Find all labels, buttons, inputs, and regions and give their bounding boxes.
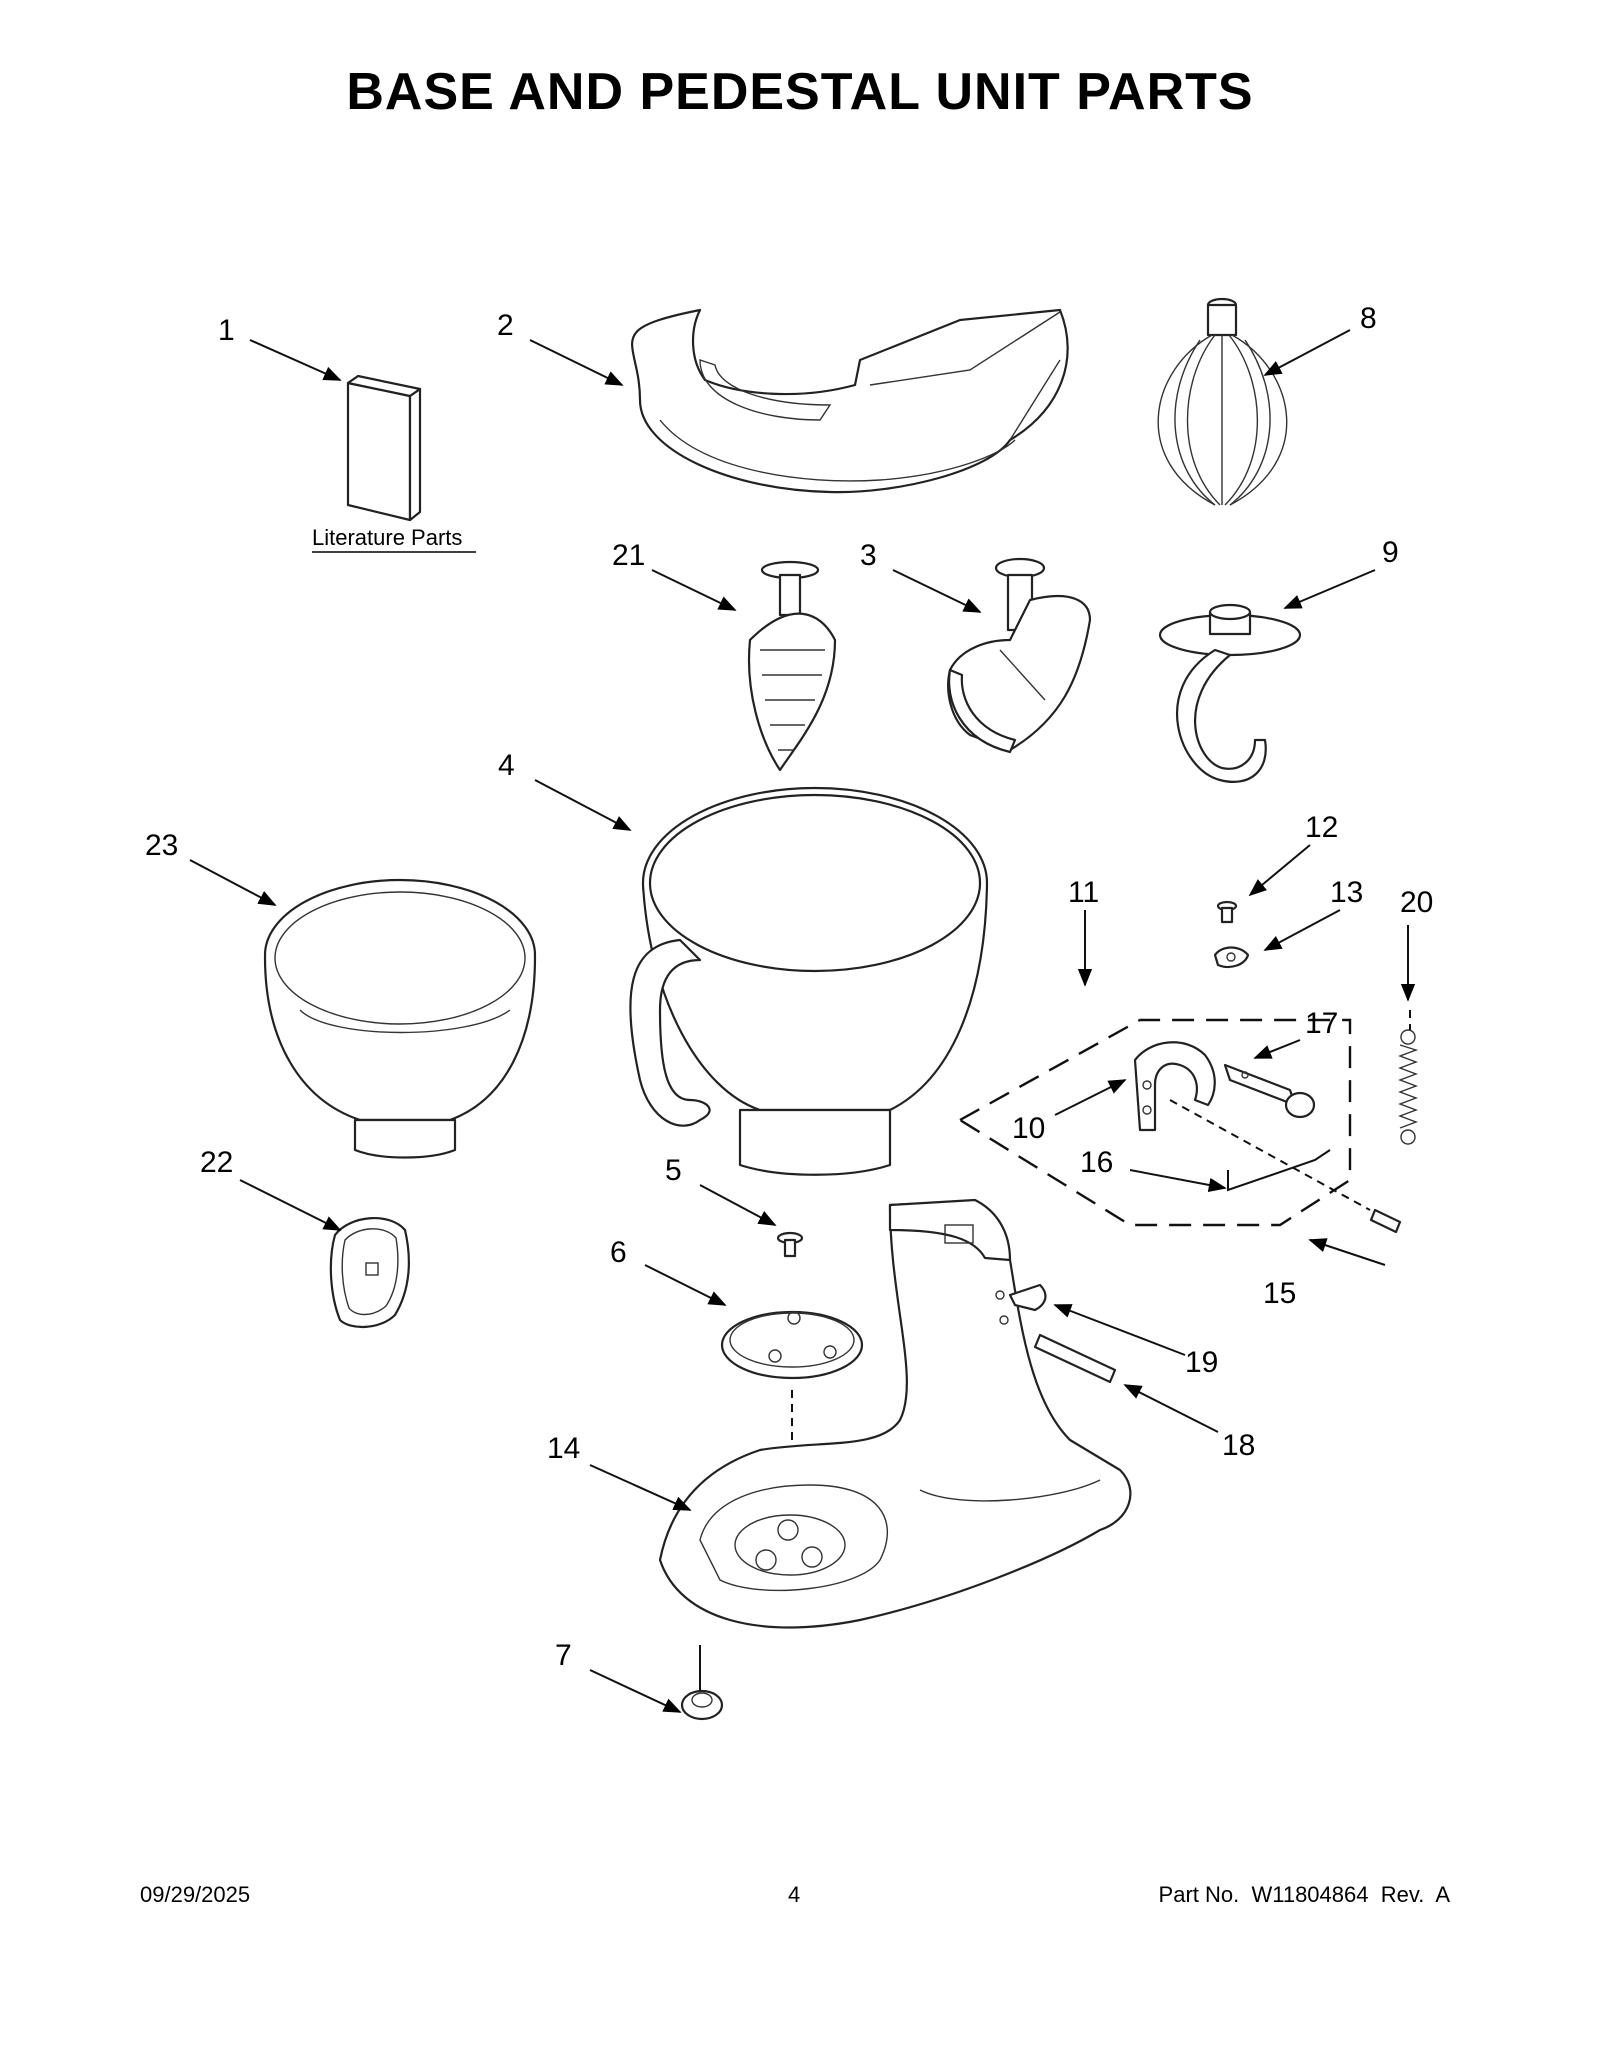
callout-7: 7 [555, 1639, 572, 1672]
part-23-ceramic-bowl [263, 878, 537, 1159]
callout-5: 5 [665, 1154, 682, 1187]
callout-3: 3 [860, 539, 877, 572]
part-12-screw [1216, 900, 1238, 924]
callout-2: 2 [497, 309, 514, 342]
part-18-hinge-pin [1033, 1333, 1117, 1384]
callout-18: 18 [1222, 1429, 1255, 1462]
part-13-plate [1213, 946, 1250, 969]
callout-10: 10 [1012, 1112, 1045, 1145]
callout-22: 22 [200, 1146, 233, 1179]
callout-16: 16 [1080, 1146, 1113, 1179]
callout-8: 8 [1360, 302, 1377, 335]
callout-21: 21 [612, 539, 645, 572]
callout-20: 20 [1400, 886, 1433, 919]
callout-1: 1 [218, 314, 235, 347]
callout-labels: 1 2 3 4 5 6 7 8 9 10 11 12 13 14 15 16 1… [145, 302, 1433, 1672]
footer-date: 09/29/2025 [140, 1882, 251, 1907]
part-20-spring [1398, 1029, 1419, 1145]
part-3-flat-beater [947, 557, 1092, 754]
part-15-pin [1369, 1208, 1402, 1234]
part-5-screw [776, 1231, 804, 1258]
callout-17: 17 [1305, 1007, 1338, 1040]
part-22-clamp-plate [329, 1217, 410, 1329]
part-14-pedestal [658, 1198, 1132, 1629]
part-4-bowl [629, 786, 989, 1176]
callout-15: 15 [1263, 1277, 1296, 1310]
part-6-clamp-plate [720, 1310, 864, 1380]
part-21-paddle [747, 560, 837, 772]
part-2-pouring-shield [631, 308, 1069, 494]
footer-page-number: 4 [788, 1882, 801, 1907]
callout-13: 13 [1330, 876, 1363, 909]
literature-parts-label: Literature Parts [312, 525, 462, 550]
part-8-wire-whip [1157, 297, 1288, 506]
part-10-bracket [1133, 1041, 1216, 1132]
callout-23: 23 [145, 829, 178, 862]
callout-4: 4 [498, 749, 515, 782]
part-17-lever [1223, 1063, 1316, 1119]
page-title: BASE AND PEDESTAL UNIT PARTS [346, 63, 1254, 121]
assembly-boundary [959, 1018, 1352, 1227]
part-1-literature [346, 374, 422, 522]
part-16-rod [1227, 1149, 1331, 1192]
callout-arrows [189, 329, 1416, 1713]
callout-11: 11 [1068, 876, 1099, 909]
part-19-clip [1008, 1283, 1047, 1312]
part-9-dough-hook [1158, 603, 1302, 783]
part-7-foot [680, 1645, 724, 1721]
footer-part-number: Part No. W11804864 Rev. A [1158, 1882, 1450, 1907]
callout-19: 19 [1185, 1346, 1218, 1379]
pin-axis [1169, 1099, 1371, 1211]
callout-14: 14 [547, 1432, 580, 1465]
callout-9: 9 [1382, 536, 1399, 569]
callout-6: 6 [610, 1236, 627, 1269]
callout-12: 12 [1305, 811, 1338, 844]
